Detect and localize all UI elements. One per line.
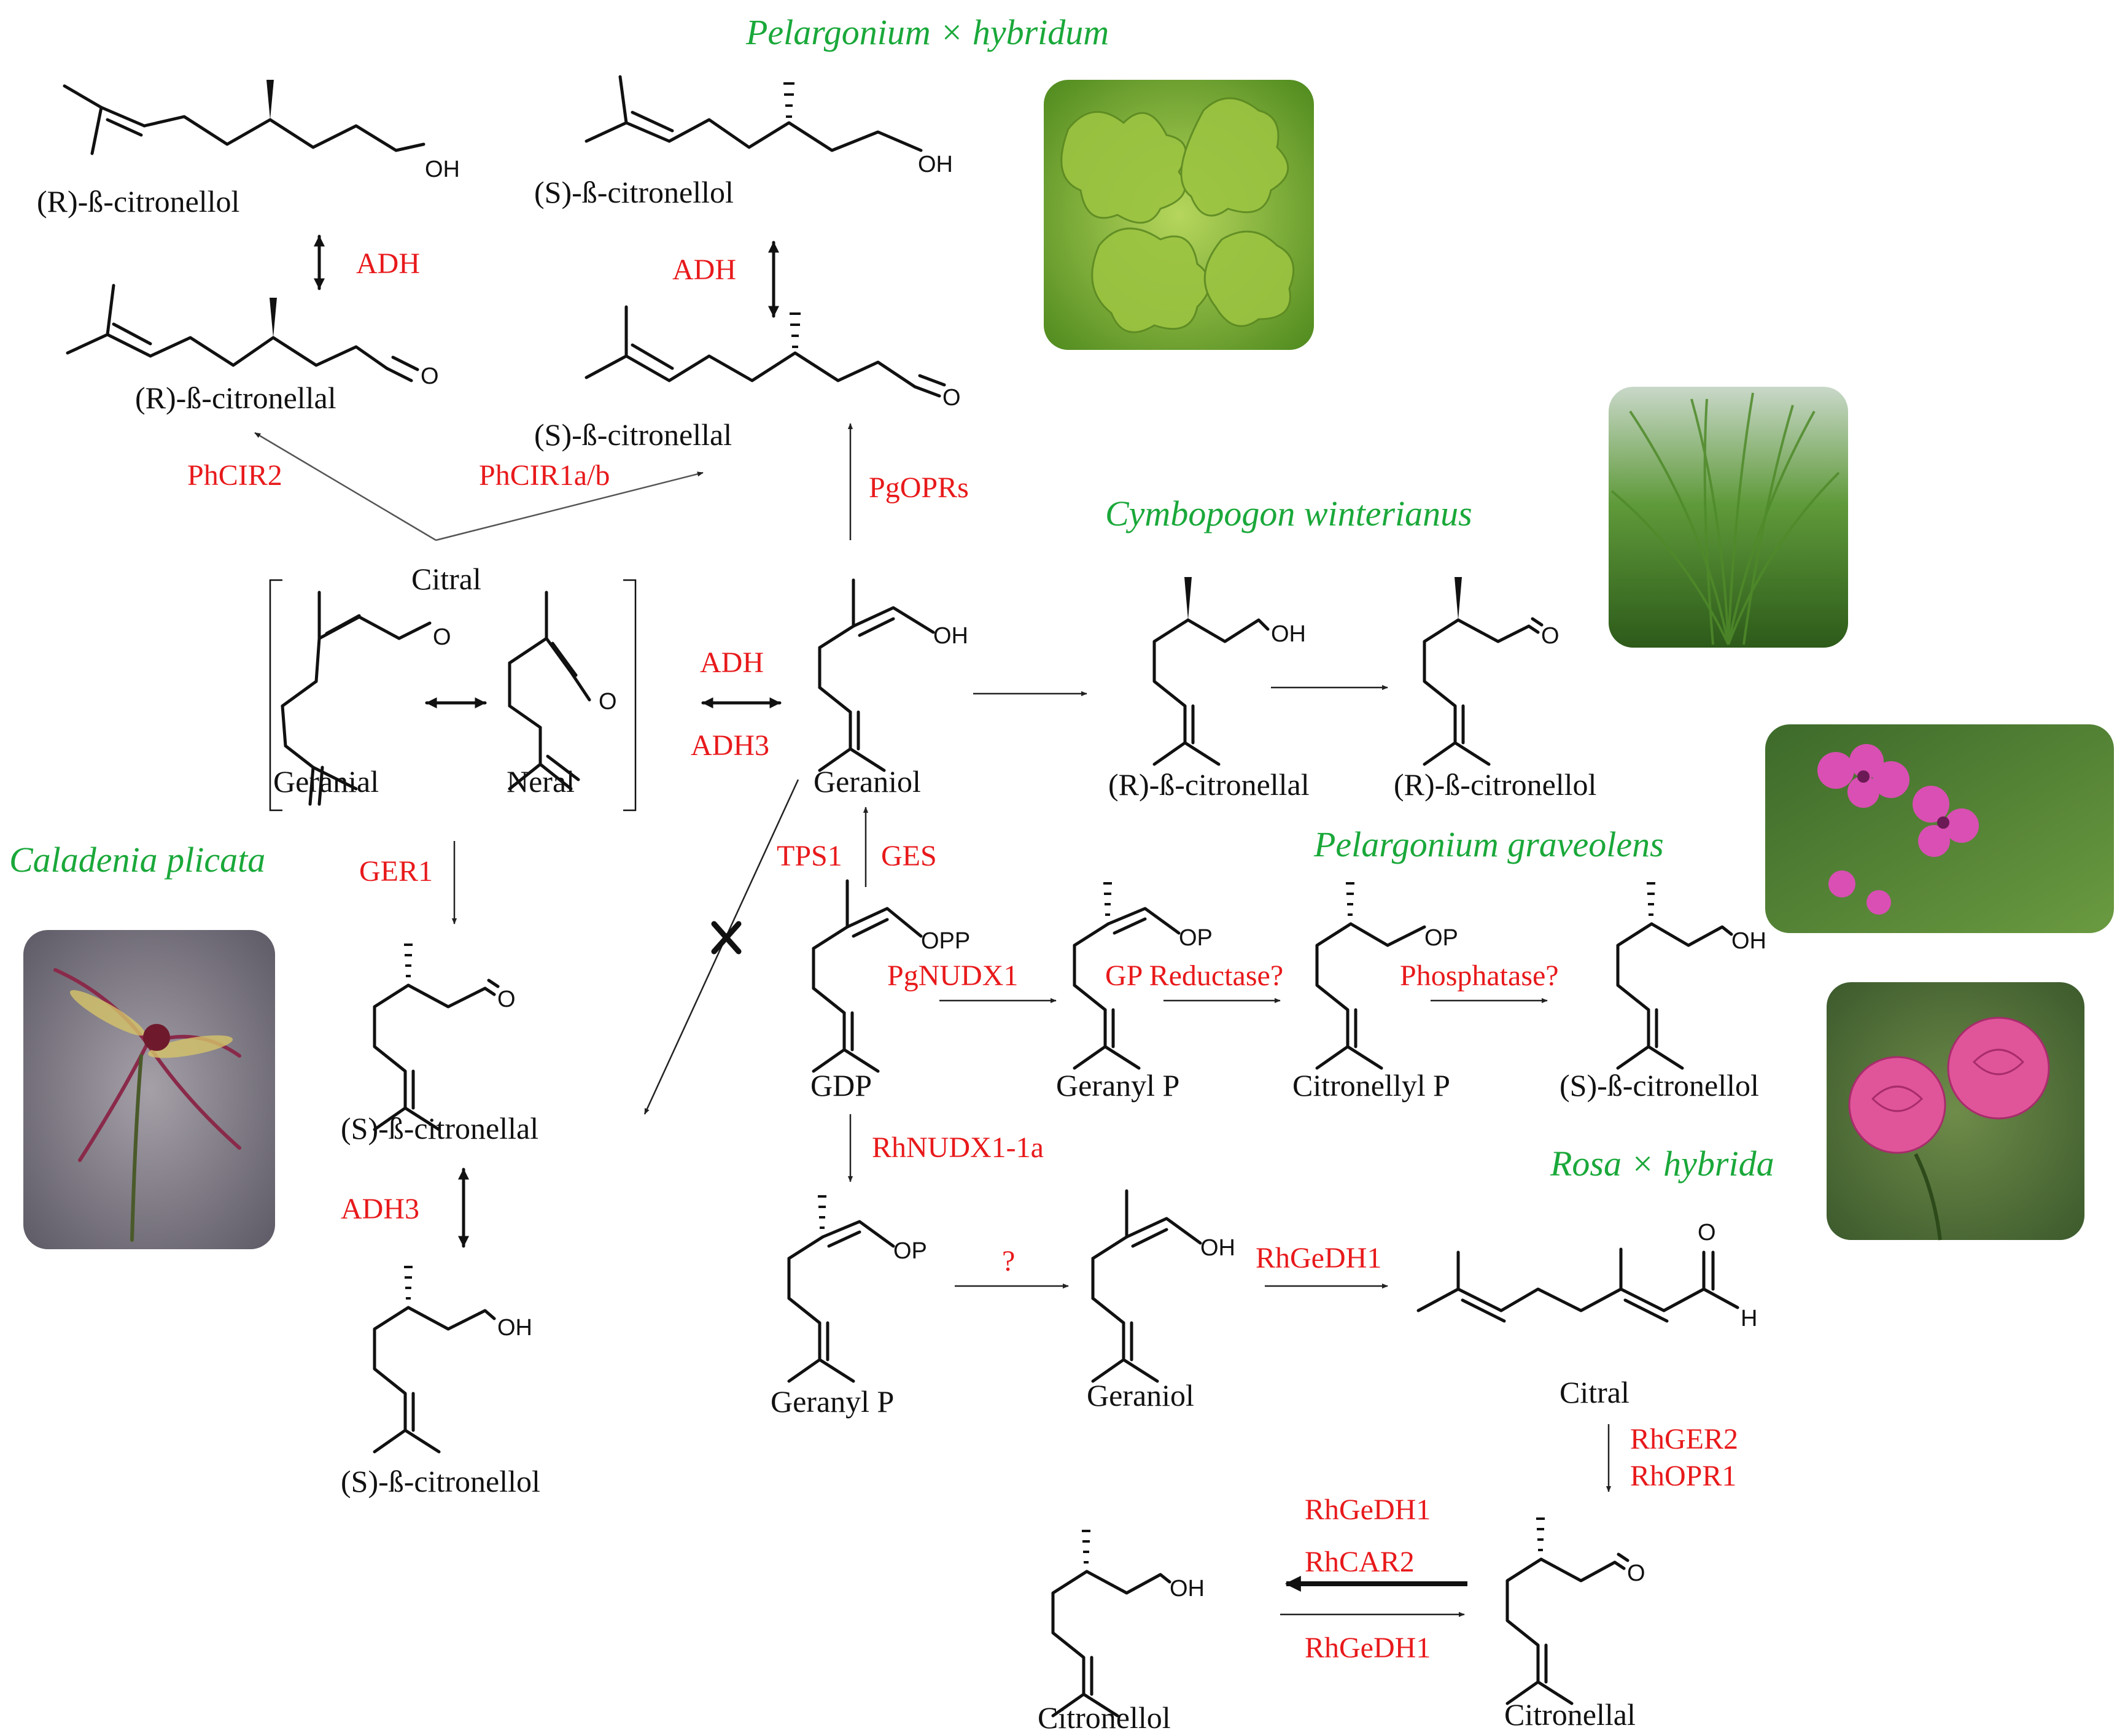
molecule-r-citronellal-top: O: [66, 284, 439, 389]
photo-caladenia-plicata: [23, 930, 275, 1249]
species-pelargonium-graveolens: Pelargonium graveolens: [1313, 824, 1664, 864]
label-geranial: Geranial: [273, 764, 379, 799]
molecule-citronellal-rosa: O: [1505, 1517, 1645, 1705]
bracket-left: [269, 579, 282, 812]
label-geranyl-p-1: Geranyl P: [1056, 1068, 1179, 1102]
enzyme-adh3-citral: ADH3: [691, 729, 769, 762]
label-neral: Neral: [507, 764, 575, 799]
label-s-citronellol-top: (S)-ß-citronellol: [534, 175, 734, 209]
molecule-r-citronellol-top: OH: [63, 80, 460, 182]
molecule-s-citronellol-grav: OH: [1616, 882, 1766, 1070]
label-s-citronellal-cala: (S)-ß-citronellal: [341, 1111, 538, 1145]
label-geraniol-center: Geraniol: [814, 764, 921, 799]
enzyme-rhcar2: RhCAR2: [1305, 1546, 1415, 1578]
o-label: O: [1541, 623, 1560, 649]
molecule-citronellyl-p: OP: [1315, 882, 1458, 1070]
molecule-geraniol-rosa: OH: [1091, 1189, 1235, 1383]
arrow-phcir2: [254, 432, 437, 541]
species-rosa-hybrida: Rosa × hybrida: [1550, 1144, 1774, 1184]
label-s-citronellal-top: (S)-ß-citronellal: [534, 417, 732, 452]
label-citral-bracket: Citral: [411, 562, 481, 596]
enzyme-rhgedh1-a: RhGeDH1: [1256, 1242, 1381, 1274]
enzyme-adh-left: ADH: [356, 247, 420, 280]
species-pelargonium-hybridum: Pelargonium × hybridum: [745, 12, 1109, 52]
enzyme-pgnudx1: PgNUDX1: [887, 959, 1018, 992]
label-r-citronellal-cymbo: (R)-ß-citronellal: [1108, 767, 1310, 802]
bracket-right: [623, 579, 637, 812]
molecule-citronellol-rosa: OH: [1051, 1530, 1205, 1718]
enzyme-ges: GES: [881, 840, 937, 872]
enzyme-phosphatase: Phosphatase?: [1400, 959, 1559, 992]
enzyme-rhgedh1-c: RhGeDH1: [1305, 1632, 1431, 1664]
molecule-r-citronellol-cymbo: O: [1423, 577, 1560, 766]
opp-label: OPP: [921, 928, 970, 954]
label-citral-rosa: Citral: [1560, 1375, 1630, 1409]
enzyme-adh-citral: ADH: [700, 646, 764, 679]
o-label: O: [433, 624, 451, 650]
oh-label: OH: [918, 152, 953, 177]
oh-label: OH: [425, 157, 460, 182]
h-label: H: [1741, 1306, 1757, 1331]
o-label: O: [421, 363, 439, 389]
label-geranyl-p-2: Geranyl P: [771, 1384, 894, 1419]
oh-label: OH: [1731, 928, 1766, 954]
molecule-s-citronellol-cala: OH: [373, 1266, 532, 1454]
enzyme-tps1: TPS1: [777, 840, 842, 872]
op-label: OP: [1179, 925, 1213, 951]
molecule-geraniol-center: OH: [818, 578, 968, 772]
o-label: O: [1698, 1220, 1716, 1246]
label-geraniol-rosa: Geraniol: [1087, 1378, 1194, 1412]
molecule-neral: O: [508, 591, 617, 791]
op-label: OP: [893, 1238, 927, 1264]
enzyme-rhgedh1-b: RhGeDH1: [1305, 1494, 1431, 1526]
molecule-geranyl-p-2: OP: [787, 1195, 927, 1383]
o-label: O: [1627, 1560, 1645, 1586]
molecule-s-citronellal-top: O: [585, 305, 961, 411]
enzyme-adh-mid: ADH: [672, 254, 736, 286]
molecule-r-citronellal-cymbo: OH: [1152, 577, 1306, 766]
label-citronellal-rosa: Citronellal: [1504, 1697, 1636, 1732]
o-label: O: [497, 986, 516, 1012]
photo-rosa-hybrida: [1827, 982, 2084, 1241]
arrow-phcir1: [435, 471, 704, 541]
enzyme-rhopr1: RhOPR1: [1630, 1460, 1736, 1492]
species-caladenia-plicata: Caladenia plicata: [9, 840, 265, 880]
molecule-citral-rosa: O H: [1416, 1220, 1757, 1331]
o-label: O: [599, 689, 617, 715]
enzyme-question: ?: [1002, 1245, 1015, 1277]
oh-label: OH: [497, 1315, 532, 1341]
label-r-citronellal-top: (R)-ß-citronellal: [135, 381, 336, 415]
enzyme-gp-reductase: GP Reductase?: [1105, 959, 1283, 992]
molecule-s-citronellal-cala: O: [373, 944, 516, 1131]
enzyme-rhger2: RhGER2: [1630, 1423, 1738, 1455]
label-s-citronellol-cala: (S)-ß-citronellol: [341, 1464, 540, 1498]
molecule-gdp: OPP: [812, 879, 970, 1073]
o-label: O: [942, 385, 961, 411]
label-r-citronellol-top: (R)-ß-citronellol: [37, 184, 239, 219]
label-s-citronellol-grav: (S)-ß-citronellol: [1560, 1068, 1759, 1102]
oh-label: OH: [933, 623, 968, 649]
photo-pelargonium-graveolens: [1765, 724, 2114, 933]
label-citronellol-rosa: Citronellol: [1038, 1700, 1171, 1735]
blocked-x-icon: [711, 921, 742, 955]
molecule-geranial: O: [281, 591, 451, 806]
enzyme-adh3-cala: ADH3: [341, 1193, 419, 1225]
molecule-s-citronellol-top: OH: [585, 75, 953, 177]
label-r-citronellol-cymbo: (R)-ß-citronellol: [1394, 767, 1596, 802]
enzyme-rhnudx1: RhNUDX1-1a: [872, 1131, 1044, 1164]
oh-label: OH: [1170, 1576, 1205, 1602]
species-cymbopogon-winterianus: Cymbopogon winterianus: [1105, 494, 1472, 533]
oh-label: OH: [1271, 621, 1306, 647]
label-gdp: GDP: [810, 1068, 872, 1102]
op-label: OP: [1424, 925, 1458, 951]
label-citronellyl-p: Citronellyl P: [1292, 1068, 1450, 1102]
enzyme-phcir1: PhCIR1a/b: [479, 459, 610, 492]
enzyme-phcir2: PhCIR2: [187, 459, 282, 492]
enzyme-pgoprs: PgOPRs: [869, 471, 969, 504]
enzyme-ger1: GER1: [359, 855, 433, 888]
photo-cymbopogon-winterianus: [1609, 387, 1848, 648]
molecule-geranyl-p-1: OP: [1073, 882, 1213, 1070]
oh-label: OH: [1200, 1235, 1235, 1261]
photo-pelargonium-hybridum: [1044, 80, 1314, 350]
